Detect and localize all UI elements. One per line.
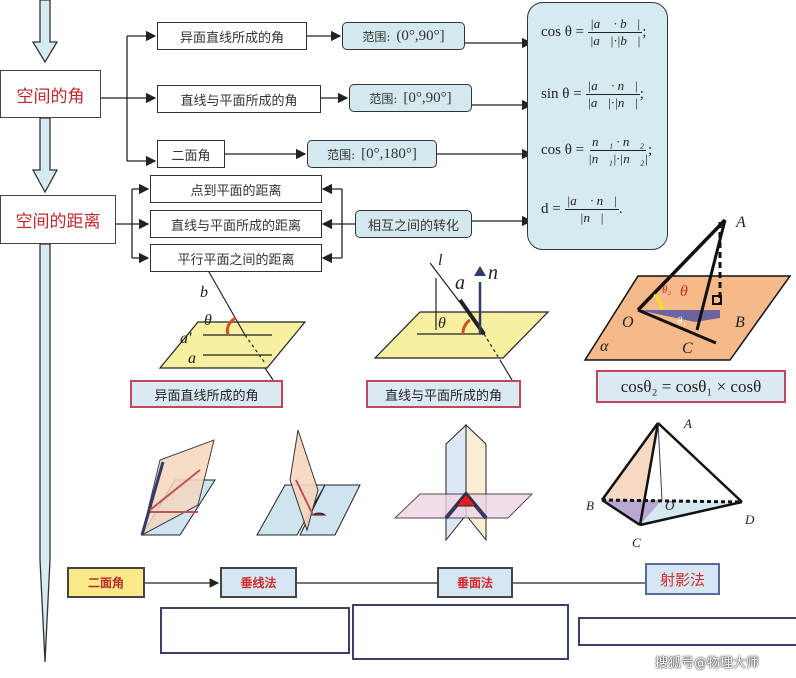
label-O: O [622, 314, 634, 331]
range-value: [0°,180°] [361, 145, 417, 162]
method-projection: 射影法 [645, 563, 720, 595]
empty-box-3 [578, 617, 796, 646]
label-vector-n: n⃗ [488, 262, 514, 284]
skew-lines-figure [158, 271, 307, 381]
formula-line-plane-sin: sin θ =|a⃗ · n⃗||a⃗|·|n⃗|; [541, 78, 644, 110]
caption-skew-lines: 异面直线所成的角 [130, 380, 283, 408]
label-theta: θ [204, 312, 212, 329]
dihedral-figure-2 [256, 429, 361, 536]
watermark: 搜狐号@物理大师 [655, 656, 760, 671]
range-value: (0°,90°] [396, 27, 445, 44]
distance-line-plane: 直线与平面所成的距离 [150, 210, 322, 238]
label-A: A [684, 416, 692, 431]
formula-skew-cos: cos θ =|a⃗ · b⃗||a⃗|·|b⃗|; [541, 16, 647, 48]
label-theta2: θ₂ [662, 284, 672, 296]
three-cosine-figure [583, 218, 792, 361]
dihedral-root: 二面角 [67, 567, 145, 598]
label-a-prime: a' [180, 330, 192, 347]
label-B: B [735, 314, 745, 331]
caption-three-cosine: cosθ₂ = cosθ₁ × cosθ [596, 370, 786, 403]
formula-dihedral-cos: cos θ =n⃗₁ · n⃗₂|n⃗₁|·|n⃗₂|; [541, 134, 653, 166]
caption-line-plane: 直线与平面所成的角 [366, 380, 521, 408]
pyramid-figure [600, 422, 743, 527]
line-plane-figure [373, 262, 550, 381]
label-l: l [438, 252, 443, 269]
method-perpendicular-plane: 垂面法 [437, 567, 513, 598]
label-C: C [632, 535, 641, 550]
formula-distance: d =|a⃗ · n⃗||n⃗|. [541, 193, 623, 225]
label-B: B [586, 498, 594, 513]
range-label: 范围: [327, 147, 356, 162]
dihedral-figure-1 [140, 439, 216, 536]
conversion-node: 相互之间的转化 [355, 210, 472, 238]
range-dihedral: 范围: [0°,180°] [307, 140, 437, 168]
empty-box-1 [160, 607, 350, 654]
node-spatial-angle: 空间的角 [0, 70, 101, 118]
label-theta: θ [680, 283, 688, 300]
label-vector-a: a⃗ [455, 272, 481, 294]
label-theta1: θ₁ [677, 315, 687, 327]
label-b: b [200, 284, 208, 301]
angle-line-plane: 直线与平面所成的角 [157, 85, 321, 113]
range-line-plane: 范围: [0°,90°] [349, 84, 472, 112]
label-C: C [682, 340, 693, 357]
range-value: [0°,90°] [403, 89, 452, 106]
dihedral-figure-3 [393, 423, 534, 542]
range-skew-lines: 范围: (0°,90°] [342, 22, 465, 50]
method-perpendicular-line: 垂线法 [220, 567, 297, 598]
label-alpha: α [600, 338, 609, 355]
label-D: D [745, 512, 755, 527]
label-O: O [665, 498, 675, 513]
node-spatial-distance: 空间的距离 [0, 195, 116, 244]
distance-parallel-planes: 平行平面之间的距离 [150, 244, 322, 272]
distance-branch-lines [115, 183, 355, 264]
label-theta: θ [438, 315, 446, 332]
label-A: A [736, 214, 746, 231]
range-label: 范围: [362, 29, 391, 44]
range-label: 范围: [369, 91, 398, 106]
angle-skew-lines: 异面直线所成的角 [157, 22, 307, 50]
angle-dihedral: 二面角 [157, 140, 225, 168]
distance-point-plane: 点到平面的距离 [150, 175, 322, 203]
angle-branch-lines [100, 30, 533, 227]
label-a: a [188, 350, 196, 367]
empty-box-2 [352, 604, 569, 660]
flow-arrow-top [31, 0, 59, 663]
formula-panel [527, 2, 668, 250]
